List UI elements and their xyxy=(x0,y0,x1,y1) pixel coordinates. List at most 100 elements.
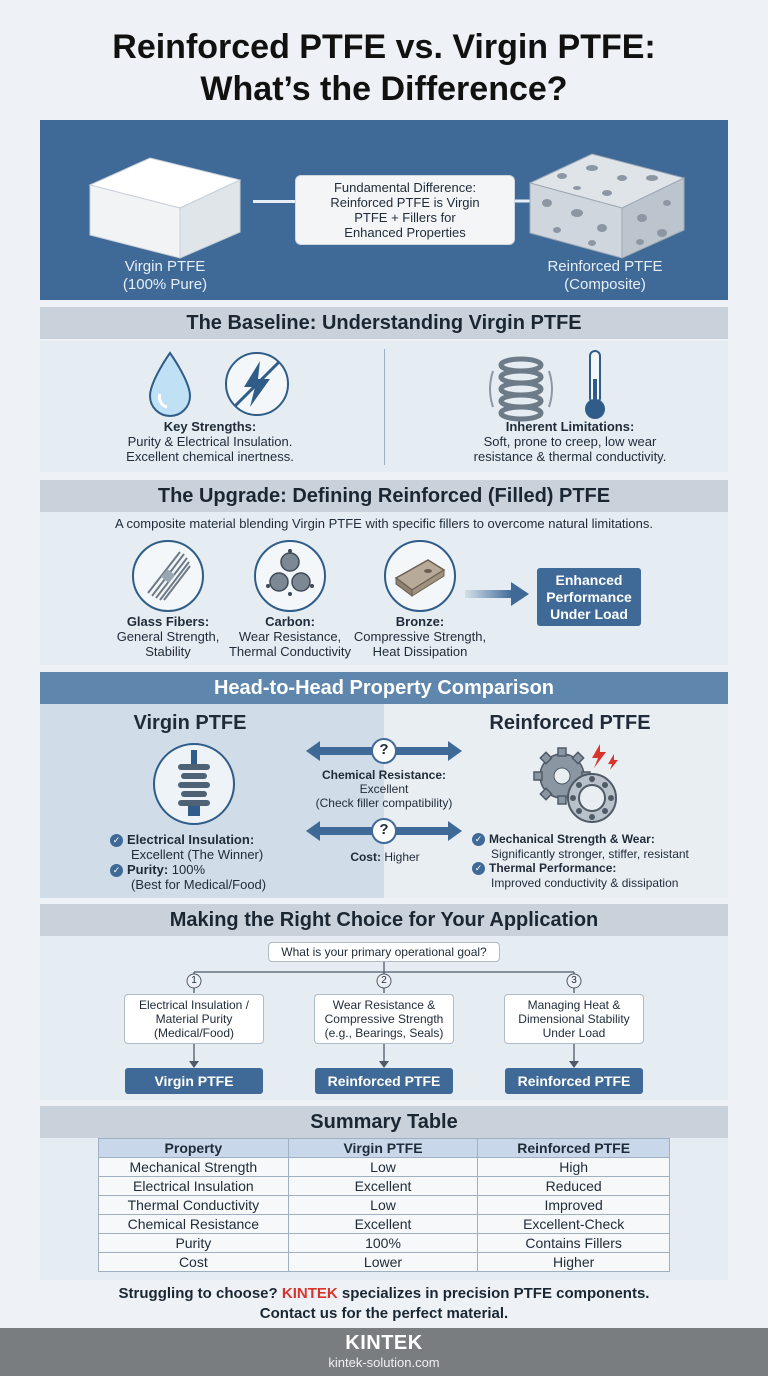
cta-brand: KINTEK xyxy=(281,1285,338,1302)
option-line: Wear Resistance & xyxy=(332,998,436,1012)
filler-carbon-caption: Carbon: Wear Resistance, Thermal Conduct… xyxy=(210,614,370,659)
virgin-benefits-list: ✓ Electrical Insulation: Excellent (The W… xyxy=(110,832,310,892)
filler-bronze-caption: Bronze: Compressive Strength, Heat Dissi… xyxy=(340,614,500,659)
result-line-1: Enhanced xyxy=(555,572,623,588)
table-header-row: Property Virgin PTFE Reinforced PTFE xyxy=(98,1138,670,1158)
fundamental-difference-box: Fundamental Difference: Reinforced PTFE … xyxy=(295,175,515,245)
result-virgin-ptfe: Virgin PTFE xyxy=(125,1068,263,1094)
title-line-1: Reinforced PTFE vs. Virgin PTFE: xyxy=(112,28,656,66)
option-line: Managing Heat & xyxy=(527,998,621,1012)
table-header: Virgin PTFE xyxy=(287,1138,479,1158)
table-cell: Thermal Conductivity xyxy=(98,1195,289,1215)
table-header: Property xyxy=(98,1138,289,1158)
table-cell: Improved xyxy=(477,1195,670,1215)
upgrade-heading: The Upgrade: Defining Reinforced (Filled… xyxy=(40,480,728,512)
benefit-title: Mechanical Strength & Wear: xyxy=(489,832,655,846)
table-cell: Higher xyxy=(477,1252,670,1272)
cta-pre: Struggling to choose? xyxy=(118,1285,278,1302)
comparison-heading: Head-to-Head Property Comparison xyxy=(40,672,728,704)
footer-logo: KINTEK xyxy=(345,1332,423,1354)
purity-value: 100% xyxy=(171,862,206,877)
limitations-line-1: Soft, prone to creep, low wear xyxy=(483,434,657,449)
comparison-arrow-bottom-icon xyxy=(306,818,462,844)
option-line: Compressive Strength xyxy=(324,1012,444,1026)
inherent-limitations-caption: Inherent Limitations: Soft, prone to cre… xyxy=(440,419,700,464)
enhanced-performance-badge: Enhanced Performance Under Load xyxy=(537,568,641,626)
table-cell: High xyxy=(477,1157,670,1177)
fund-line-3: PTFE + Fillers for xyxy=(354,210,456,225)
decision-tree-lines xyxy=(186,962,582,1068)
benefit-title: Purity: xyxy=(127,862,169,877)
cost-value: Higher xyxy=(384,850,420,864)
water-drop-icon xyxy=(148,351,192,417)
baseline-divider xyxy=(384,349,385,465)
benefit-detail: Excellent (The Winner) xyxy=(131,847,264,862)
table-cell: Cost xyxy=(98,1252,289,1272)
filler-carbon-line-2: Thermal Conductivity xyxy=(228,644,352,659)
upgrade-intro: A composite material blending Virgin PTF… xyxy=(114,516,654,531)
footer-url[interactable]: kintek-solution.com xyxy=(328,1355,440,1370)
list-item: ✓ Electrical Insulation: xyxy=(110,832,310,847)
benefit-title: Electrical Insulation: xyxy=(127,832,255,847)
table-cell: Reduced xyxy=(477,1176,670,1196)
option-number: 1 xyxy=(191,975,197,986)
filler-glass-line-1: General Strength, xyxy=(116,629,220,644)
summary-table: Property Virgin PTFE Reinforced PTFE Mec… xyxy=(98,1138,670,1272)
insulator-icon xyxy=(153,743,235,825)
baseline-heading: The Baseline: Understanding Virgin PTFE xyxy=(40,307,728,339)
reinforced-column-title: Reinforced PTFE xyxy=(489,712,651,734)
cost-label: Cost: xyxy=(350,850,381,864)
result-line-3: Under Load xyxy=(550,606,628,622)
benefit-detail: Improved conductivity & dissipation xyxy=(491,875,679,890)
table-cell: Excellent-Check xyxy=(477,1214,670,1234)
virgin-ptfe-sub: (100% Pure) xyxy=(122,276,208,293)
footer: KINTEK kintek-solution.com xyxy=(0,1328,768,1376)
reinforced-ptfe-name: Reinforced PTFE xyxy=(547,258,663,275)
option-line: Material Purity xyxy=(155,1012,233,1026)
filler-bronze-line-2: Heat Dissipation xyxy=(372,644,468,659)
list-item: ✓Thermal Performance: xyxy=(472,861,722,876)
option-number: 3 xyxy=(571,975,577,986)
glass-fibers-icon xyxy=(132,540,204,612)
table-cell: 100% xyxy=(287,1233,479,1253)
table-header: Reinforced PTFE xyxy=(477,1138,670,1158)
limitations-title: Inherent Limitations: xyxy=(505,419,635,434)
key-strengths-title: Key Strengths: xyxy=(163,419,257,434)
check-icon: ✓ xyxy=(110,864,123,877)
filler-carbon-line-1: Wear Resistance, xyxy=(238,629,342,644)
chem-line-1: Excellent xyxy=(359,782,409,796)
chem-line-2: (Check filler compatibility) xyxy=(315,796,453,810)
table-cell: Excellent xyxy=(287,1214,479,1234)
baseline-section: Key Strengths: Purity & Electrical Insul… xyxy=(40,341,728,472)
hero-banner: Virgin PTFE (100% Pure) Fundamental Diff… xyxy=(40,120,728,300)
filler-bronze-line-1: Compressive Strength, xyxy=(353,629,487,644)
primary-goal-question: What is your primary operational goal? xyxy=(268,942,500,962)
table-cell: Low xyxy=(287,1157,479,1177)
spring-creep-icon xyxy=(489,356,553,422)
option-line: Electrical Insulation / xyxy=(138,998,250,1012)
table-cell: Contains Fillers xyxy=(477,1233,670,1253)
gear-bearing-icon xyxy=(533,744,618,823)
virgin-ptfe-block-icon xyxy=(88,157,242,259)
filler-glass-name: Glass Fibers: xyxy=(126,614,210,629)
electrical-insulation-icon xyxy=(225,352,289,416)
key-strengths-line-2: Excellent chemical inertness. xyxy=(126,449,294,464)
list-item: ✓ Purity: 100% xyxy=(110,862,310,877)
benefit-title: Thermal Performance: xyxy=(489,861,617,875)
title-line-2: What’s the Difference? xyxy=(200,70,568,108)
check-icon: ✓ xyxy=(110,834,123,847)
reinforced-ptfe-block-icon xyxy=(528,153,686,259)
reinforced-benefits-list: ✓Mechanical Strength & Wear: Significant… xyxy=(472,832,722,890)
virgin-column-title: Virgin PTFE xyxy=(133,712,247,734)
filler-glass-line-2: Stability xyxy=(145,644,191,659)
result-reinforced-ptfe: Reinforced PTFE xyxy=(315,1068,453,1094)
chemical-resistance-caption: Chemical Resistance: Excellent (Check fi… xyxy=(282,768,486,810)
upgrade-section: A composite material blending Virgin PTF… xyxy=(40,512,728,665)
option-line: Dimensional Stability xyxy=(518,1012,630,1026)
limitations-line-2: resistance & thermal conductivity. xyxy=(473,449,667,464)
cta-line-2: Contact us for the perfect material. xyxy=(259,1305,509,1322)
table-cell: Chemical Resistance xyxy=(98,1214,289,1234)
